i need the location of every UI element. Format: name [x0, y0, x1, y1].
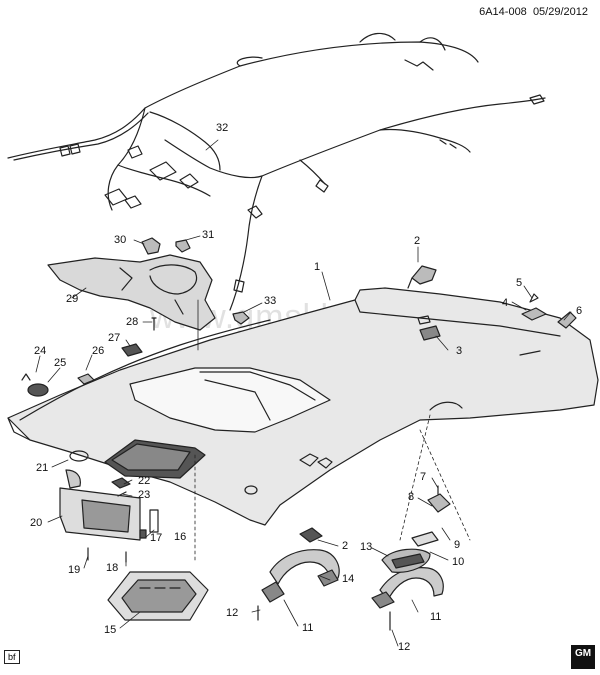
gm-logo-text: GM	[574, 648, 592, 659]
callout-26: 26	[92, 345, 104, 357]
callout-22: 22	[138, 475, 150, 487]
headliner-panel	[7, 287, 599, 526]
callout-10: 10	[452, 556, 464, 568]
front-assist-handle	[257, 527, 340, 621]
diagram-date: 05/29/2012	[532, 6, 588, 18]
leader-lines	[35, 139, 572, 647]
callout-2: 2	[414, 235, 420, 247]
callout-17: 17	[150, 532, 162, 544]
callout-12: 12	[226, 607, 238, 619]
callout-31: 31	[202, 229, 214, 241]
wiring-harness	[7, 32, 546, 311]
callout-3: 3	[456, 345, 462, 357]
overhead-console	[107, 571, 209, 621]
callout-14: 14	[342, 573, 354, 585]
callout-19: 19	[68, 564, 80, 576]
callout-labels: 1234567891011121314151617181920212223242…	[30, 122, 582, 653]
callout-13: 13	[360, 541, 372, 553]
diagram-code: 6A14-008	[479, 6, 527, 18]
left-clip-parts	[21, 343, 143, 397]
callout-12: 12	[398, 641, 410, 653]
callout-11: 11	[302, 622, 313, 634]
callout-8: 8	[408, 491, 414, 503]
callout-21: 21	[36, 462, 48, 474]
retainer-fasteners	[141, 237, 250, 331]
footer-tag: bf	[4, 650, 20, 664]
gm-logo: GM	[571, 645, 595, 669]
sunshade-panel	[104, 439, 206, 479]
callout-25: 25	[54, 357, 66, 369]
callout-29: 29	[66, 293, 78, 305]
callout-27: 27	[108, 332, 120, 344]
callout-30: 30	[114, 234, 126, 246]
callout-5: 5	[516, 277, 522, 289]
callout-16: 16	[174, 531, 186, 543]
callout-18: 18	[106, 562, 118, 574]
callout-11: 11	[430, 611, 441, 623]
diagram-header: 6A14-008 05/29/2012	[479, 6, 588, 18]
callout-9: 9	[454, 539, 460, 551]
callout-20: 20	[30, 517, 42, 529]
callout-28: 28	[126, 316, 138, 328]
headliner-rail	[19, 319, 271, 421]
callout-4: 4	[502, 297, 508, 309]
callout-33: 33	[264, 295, 276, 307]
callout-6: 6	[576, 305, 582, 317]
callout-24: 24	[34, 345, 46, 357]
callout-15: 15	[104, 624, 116, 636]
dome-lamp	[381, 485, 451, 573]
upper-right-parts	[407, 265, 577, 341]
callout-23: 23	[138, 489, 150, 501]
callout-2: 2	[342, 540, 348, 552]
callout-7: 7	[420, 471, 426, 483]
sun-visor	[59, 450, 159, 563]
callout-1: 1	[314, 261, 320, 273]
callout-32: 32	[216, 122, 228, 134]
rear-reinforcement-bracket	[47, 254, 216, 331]
